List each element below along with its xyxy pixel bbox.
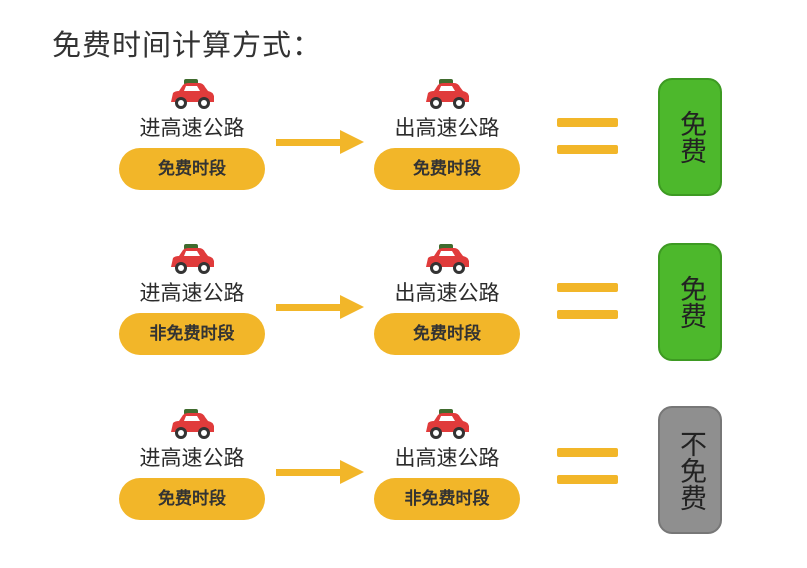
equals-sign xyxy=(557,118,618,172)
rule-row: 进高速公路 免费时段 出高速公路 免费时段 免费 xyxy=(0,78,807,238)
entry-stage: 进高速公路 免费时段 xyxy=(119,408,265,520)
result-badge: 免费 xyxy=(658,78,722,196)
car-icon xyxy=(426,79,469,109)
entry-period-badge: 免费时段 xyxy=(119,478,265,520)
arrow-right-icon xyxy=(276,460,364,484)
result-badge: 不免费 xyxy=(658,406,722,534)
arrow-right-icon xyxy=(276,295,364,319)
car-icon xyxy=(171,79,214,109)
entry-stage: 进高速公路 免费时段 xyxy=(119,78,265,190)
car-icon xyxy=(171,409,214,439)
rule-row: 进高速公路 免费时段 出高速公路 非免费时段 不免费 xyxy=(0,406,807,568)
exit-period-badge: 非免费时段 xyxy=(374,478,520,520)
exit-stage: 出高速公路 免费时段 xyxy=(374,243,520,355)
result-badge: 免费 xyxy=(658,243,722,361)
car-icon xyxy=(426,244,469,274)
rule-row: 进高速公路 非免费时段 出高速公路 免费时段 免费 xyxy=(0,243,807,403)
page-title: 免费时间计算方式： xyxy=(52,28,323,62)
entry-stage: 进高速公路 非免费时段 xyxy=(119,243,265,355)
entry-period-badge: 免费时段 xyxy=(119,148,265,190)
exit-period-badge: 免费时段 xyxy=(374,148,520,190)
car-icon xyxy=(426,409,469,439)
exit-label: 出高速公路 xyxy=(394,446,500,470)
equals-sign xyxy=(557,283,618,337)
entry-label: 进高速公路 xyxy=(139,281,245,305)
entry-label: 进高速公路 xyxy=(139,446,245,470)
exit-stage: 出高速公路 免费时段 xyxy=(374,78,520,190)
arrow-right-icon xyxy=(276,130,364,154)
entry-period-badge: 非免费时段 xyxy=(119,313,265,355)
car-icon xyxy=(171,244,214,274)
entry-label: 进高速公路 xyxy=(139,116,245,140)
exit-label: 出高速公路 xyxy=(394,281,500,305)
exit-stage: 出高速公路 非免费时段 xyxy=(374,408,520,520)
exit-period-badge: 免费时段 xyxy=(374,313,520,355)
exit-label: 出高速公路 xyxy=(394,116,500,140)
equals-sign xyxy=(557,448,618,502)
